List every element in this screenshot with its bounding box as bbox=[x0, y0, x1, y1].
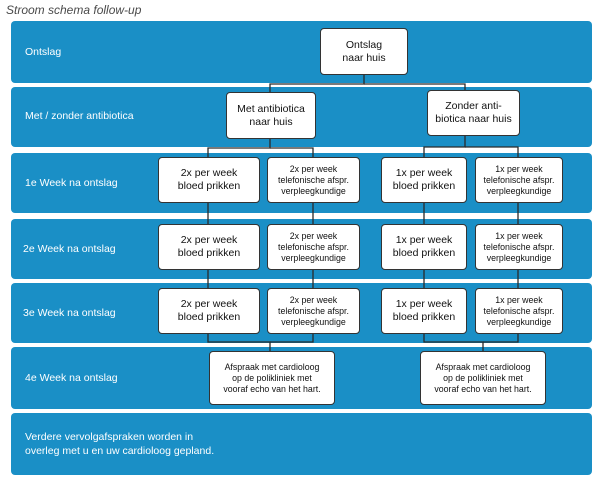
row-label-antibiotica: Met / zonder antibiotica bbox=[25, 110, 134, 122]
box-week2-tel-2x: 2x per week telefonische afspr. verpleeg… bbox=[267, 224, 360, 270]
band-vervolg: Verdere vervolgafspraken worden in overl… bbox=[11, 413, 592, 475]
box-week3-bloed-1x: 1x per week bloed prikken bbox=[381, 288, 467, 334]
box-ontslag-naar-huis: Ontslag naar huis bbox=[320, 28, 408, 75]
box-week1-tel-1x: 1x per week telefonische afspr. verpleeg… bbox=[475, 157, 563, 203]
row-label-ontslag: Ontslag bbox=[25, 46, 62, 58]
band-ontslag: Ontslag bbox=[11, 21, 592, 83]
box-week2-bloed-1x: 1x per week bloed prikken bbox=[381, 224, 467, 270]
row-label-vervolg: Verdere vervolgafspraken worden in overl… bbox=[25, 431, 215, 457]
row-label-week1: 1e Week na ontslag bbox=[25, 177, 118, 189]
row-label-week3: 3e Week na ontslag bbox=[23, 307, 116, 319]
box-zonder-antibiotica: Zonder anti- biotica naar huis bbox=[427, 90, 520, 136]
box-week3-tel-2x: 2x per week telefonische afspr. verpleeg… bbox=[267, 288, 360, 334]
box-week1-bloed-1x: 1x per week bloed prikken bbox=[381, 157, 467, 203]
box-week1-bloed-2x: 2x per week bloed prikken bbox=[158, 157, 260, 203]
row-label-week2: 2e Week na ontslag bbox=[23, 243, 116, 255]
box-week2-bloed-2x: 2x per week bloed prikken bbox=[158, 224, 260, 270]
box-week2-tel-1x: 1x per week telefonische afspr. verpleeg… bbox=[475, 224, 563, 270]
diagram-title: Stroom schema follow-up bbox=[6, 3, 142, 17]
box-week1-tel-2x: 2x per week telefonische afspr. verpleeg… bbox=[267, 157, 360, 203]
box-week3-bloed-2x: 2x per week bloed prikken bbox=[158, 288, 260, 334]
row-label-week4: 4e Week na ontslag bbox=[25, 372, 118, 384]
box-week4-afspraak-right: Afspraak met cardioloog op de poliklinie… bbox=[420, 351, 546, 405]
box-week4-afspraak-left: Afspraak met cardioloog op de poliklinie… bbox=[209, 351, 335, 405]
box-week3-tel-1x: 1x per week telefonische afspr. verpleeg… bbox=[475, 288, 563, 334]
box-met-antibiotica: Met antibiotica naar huis bbox=[226, 92, 316, 139]
